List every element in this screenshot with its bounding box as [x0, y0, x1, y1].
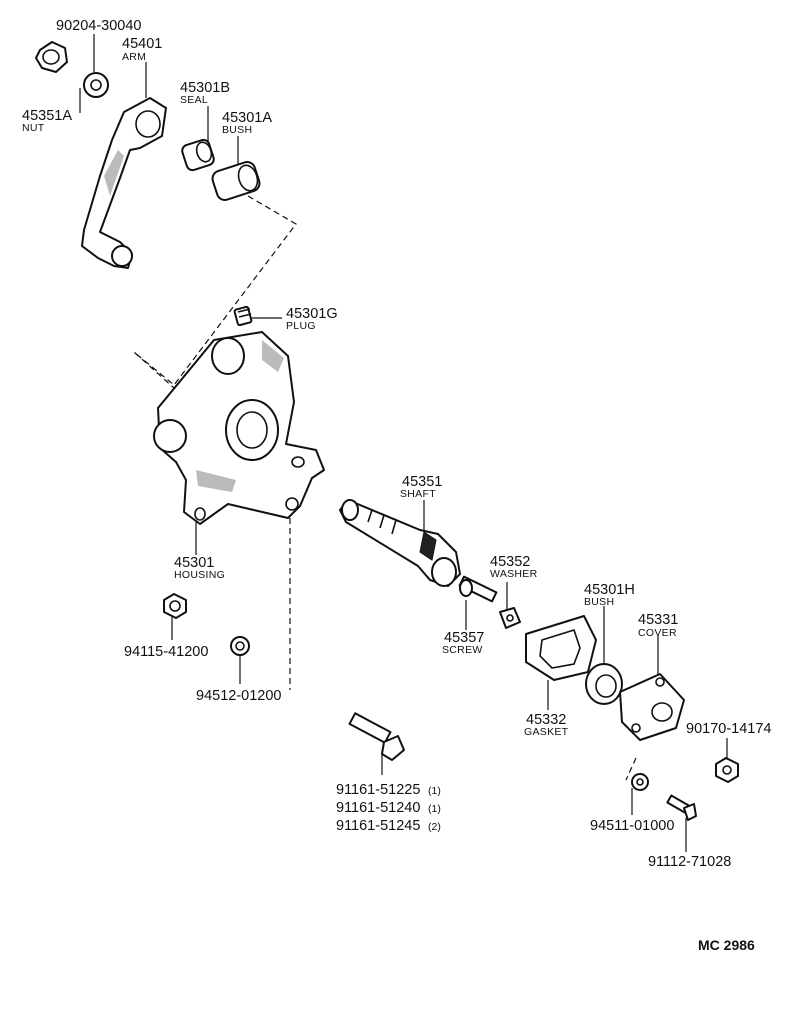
part-number-45401: 45401	[122, 36, 162, 52]
nut-45351A-drawing	[35, 41, 68, 73]
part-name-plug: PLUG	[286, 320, 316, 332]
diagram-code: MC 2986	[698, 937, 755, 953]
part-number-94512-01200: 94512-01200	[196, 688, 281, 704]
part-number-90170-14174: 90170-14174	[686, 721, 771, 737]
shaft-45351-drawing	[339, 499, 461, 587]
part-number-45352: 45352	[490, 554, 530, 570]
part-number-45351A: 45351A	[22, 108, 72, 124]
assembly-dashed-lines	[133, 195, 637, 781]
part-number-45301H: 45301H	[584, 582, 635, 598]
washer-94511-drawing	[631, 773, 649, 791]
washer-94512-drawing	[230, 636, 250, 656]
nut-94115-drawing	[163, 593, 187, 619]
part-number-91161-51245: 91161-51245	[336, 818, 420, 834]
part-name-seal: SEAL	[180, 94, 208, 106]
quantity-91161-51225: (1)	[428, 785, 441, 797]
plug-45301G-drawing	[233, 305, 253, 327]
part-number-91112-71028: 91112-71028	[648, 854, 731, 870]
arm-45401-drawing	[81, 97, 167, 269]
nut-90170-drawing	[715, 757, 739, 783]
part-name-bush-a: BUSH	[222, 124, 252, 136]
part-name-washer: WASHER	[490, 568, 538, 580]
cover-45331-drawing	[619, 673, 685, 741]
part-number-45301A: 45301A	[222, 110, 272, 126]
part-name-shaft: SHAFT	[400, 488, 436, 500]
part-name-arm: ARM	[122, 51, 146, 63]
part-number-45301: 45301	[174, 555, 214, 571]
part-name-housing: HOUSING	[174, 569, 225, 581]
seal-45301B-drawing	[181, 138, 215, 172]
part-number-94511-01000: 94511-01000	[590, 818, 674, 834]
bolt-91161-drawing	[348, 712, 405, 761]
quantity-91161-51240: (1)	[428, 803, 441, 815]
part-number-94115-41200: 94115-41200	[124, 644, 208, 660]
screw-45357-drawing	[458, 575, 498, 603]
part-labels: 90204-30040 45401 ARM 45351A NUT 45301B …	[22, 18, 771, 953]
part-number-91161-51225: 91161-51225	[336, 782, 420, 798]
part-number-45331: 45331	[638, 612, 678, 628]
part-name-gasket: GASKET	[524, 726, 569, 738]
gasket-45332-drawing	[525, 615, 597, 681]
part-number-45357: 45357	[444, 630, 484, 646]
part-name-screw: SCREW	[442, 644, 483, 656]
washer-90204-drawing	[83, 72, 109, 98]
part-number-45301G: 45301G	[286, 306, 338, 322]
part-number-90204-30040: 90204-30040	[56, 18, 141, 34]
washer-45352-drawing	[499, 607, 521, 629]
part-name-bush-h: BUSH	[584, 596, 614, 608]
bush-45301H-drawing	[585, 663, 623, 705]
part-name-cover: COVER	[638, 627, 677, 639]
housing-45301-drawing	[153, 331, 325, 525]
part-number-45301B: 45301B	[180, 80, 230, 96]
bolt-91112-drawing	[666, 794, 697, 821]
part-number-91161-51240: 91161-51240	[336, 800, 420, 816]
part-number-45351: 45351	[402, 474, 442, 490]
leader-lines	[79, 34, 728, 852]
part-name-nut: NUT	[22, 122, 45, 134]
quantity-91161-51245: (2)	[428, 821, 441, 833]
bush-45301A-drawing	[211, 161, 261, 201]
part-number-45332: 45332	[526, 712, 566, 728]
